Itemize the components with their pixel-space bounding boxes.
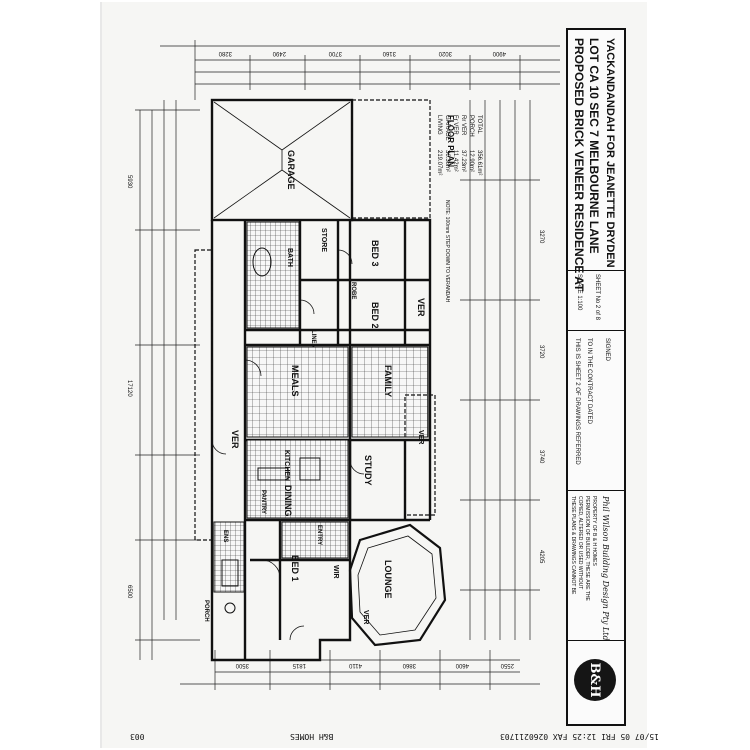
dim-right-3: 3740 xyxy=(538,450,544,464)
fax-page: 003 xyxy=(130,732,145,741)
room-bed2: BED 2 xyxy=(370,302,380,329)
copyright-cell: THESE PLANS & DRAWINGS CANNOT BE COPIED,… xyxy=(568,490,624,641)
builder-signature: Phil Wilson Building Design Pty Ltd xyxy=(601,496,610,641)
room-wir: WIR xyxy=(332,565,339,579)
fax-sender: B&H HOMES xyxy=(290,732,334,741)
dim-bottom-1: 3500 xyxy=(235,662,249,668)
dim-right-2: 3720 xyxy=(538,345,544,359)
room-study: STUDY xyxy=(363,455,373,486)
lounge-bay xyxy=(348,523,447,647)
room-bath: BATH xyxy=(286,248,293,267)
dimension-lines-bottom xyxy=(180,650,540,690)
room-ver-right: VER xyxy=(417,430,424,444)
schedule-label-5: PORCH xyxy=(468,115,474,137)
schedule-value-6: 356.61m² xyxy=(476,150,482,175)
room-meals: MEALS xyxy=(290,365,300,397)
schedule-value-1: 219.07m² xyxy=(436,150,442,175)
schedule-value-2: 36.36m² xyxy=(444,150,450,172)
sheet-note-2: TO IN THE CONTRACT DATED xyxy=(586,338,592,424)
fax-header: 15/07 05 FRI 12:25 FAX 0260211703 B&H HO… xyxy=(0,728,750,746)
schedule-label-6: TOTAL xyxy=(476,115,482,134)
door-swings xyxy=(211,249,365,641)
sheet-text: SHEET No 2 of 8 xyxy=(594,274,600,320)
dim-bottom-6: 2550 xyxy=(500,662,514,668)
room-ver-top: VER xyxy=(416,298,426,317)
dimension-lines-right xyxy=(460,100,540,640)
schedule-label-1: LIVING xyxy=(436,115,442,135)
kitchen-tiles xyxy=(246,439,349,519)
dim-top-3: 3700 xyxy=(328,50,342,56)
entry-tiles xyxy=(281,521,349,559)
room-ver-bottom: VER xyxy=(362,610,369,624)
schedule-label-3: Fr VER xyxy=(452,115,458,135)
dim-left-2: 17120 xyxy=(126,380,132,397)
dim-bottom-5: 4600 xyxy=(455,662,469,668)
schedule-label-4: Rr VER xyxy=(460,115,466,136)
dim-bottom-3: 4110 xyxy=(348,662,362,668)
copyright-line-4: PROPERTY OF B & H HOMES xyxy=(591,496,597,566)
room-store: STORE xyxy=(320,228,327,252)
project-title: PROPOSED BRICK VENEER RESIDENCE AT xyxy=(572,38,586,292)
contract-cell: THIS IS SHEET 2 OF DRAWINGS REFERRED TO … xyxy=(568,330,624,491)
schedule-value-3: 11.42m² xyxy=(452,150,458,172)
company-logo: B&H xyxy=(572,648,618,712)
dimension-lines-left xyxy=(135,100,200,660)
schedule-value-4: 37.23m² xyxy=(460,150,466,172)
project-title-cell: PROPOSED BRICK VENEER RESIDENCE AT LOT C… xyxy=(568,30,624,291)
title-block: PROPOSED BRICK VENEER RESIDENCE AT LOT C… xyxy=(566,28,626,726)
dim-top-6: 4900 xyxy=(492,50,506,56)
dim-top-1: 3280 xyxy=(218,50,232,56)
room-entry: ENTRY xyxy=(316,525,322,545)
room-pantry: PANTRY xyxy=(260,490,266,514)
room-family: FAMILY xyxy=(383,365,393,397)
scale-cell: SCALE 1:100 SHEET No 2 of 8 xyxy=(568,270,624,331)
room-porch: PORCH xyxy=(203,600,209,622)
room-ens: ENS xyxy=(222,530,228,542)
room-lounge: LOUNGE xyxy=(383,560,393,599)
copyright-line-2: COPIED, ALTERED OR USED WITHOUT xyxy=(577,496,583,590)
floor-plan-schedule: FLOOR PLAN LIVING 219.07m² GARAGE 36.36m… xyxy=(436,115,482,303)
schedule-label-2: GARAGE xyxy=(444,115,450,141)
ensuite-tiles xyxy=(213,521,245,593)
dimension-lines-top xyxy=(160,40,560,100)
dim-left-3: 6500 xyxy=(126,585,132,599)
project-client: YACKANDANDAH FOR JEANETTE DRYDEN xyxy=(604,38,616,268)
room-kitchen: KITCHEN xyxy=(283,450,290,481)
family-tiles xyxy=(351,346,429,438)
logo-text: B&H xyxy=(587,662,603,698)
signed-label: SIGNED xyxy=(604,338,610,362)
dim-bottom-4: 3860 xyxy=(402,662,416,668)
dim-left-1: 5930 xyxy=(126,175,132,189)
room-dining: DINING xyxy=(283,485,293,517)
copyright-line-3: PERMISSION OF BUILDER, THESE ARE THE xyxy=(584,496,590,601)
schedule-value-5: 12.90m² xyxy=(468,150,474,172)
room-robe: ROBE xyxy=(350,282,356,299)
sheet-note-1: THIS IS SHEET 2 OF DRAWINGS REFERRED xyxy=(574,338,580,465)
room-ver-mid: VER xyxy=(230,430,240,449)
fax-datetime: 15/07 05 FRI 12:25 FAX 0260211703 xyxy=(500,732,659,741)
room-garage: GARAGE xyxy=(286,150,296,190)
dim-top-2: 2490 xyxy=(272,50,286,56)
dim-right-4: 4205 xyxy=(538,550,544,564)
room-bed3: BED 3 xyxy=(370,240,380,267)
verandah-outlines xyxy=(194,99,436,541)
schedule-heading: FLOOR PLAN xyxy=(446,115,455,167)
dim-top-4: 3160 xyxy=(382,50,396,56)
meals-tiles xyxy=(246,346,349,438)
room-linen: LINEN xyxy=(310,330,316,348)
copyright-line-1: THESE PLANS & DRAWINGS CANNOT BE xyxy=(570,496,576,595)
roof-note: NOTE: 100mm STEP DOWN TO VERANDAH xyxy=(444,200,450,303)
fixtures xyxy=(221,247,321,614)
project-address: LOT CA 10 SEC 7 MELBOURNE LANE xyxy=(587,38,601,254)
garage-roof-lines xyxy=(213,101,351,219)
scale-text: SCALE 1:100 xyxy=(576,274,582,311)
dim-bottom-2: 1815 xyxy=(292,662,306,668)
bath-tiles xyxy=(246,221,300,329)
dim-top-5: 3020 xyxy=(438,50,452,56)
logo-disc: B&H xyxy=(574,659,616,701)
room-bed1: BED 1 xyxy=(290,555,300,582)
dim-right-1: 3270 xyxy=(538,230,544,244)
